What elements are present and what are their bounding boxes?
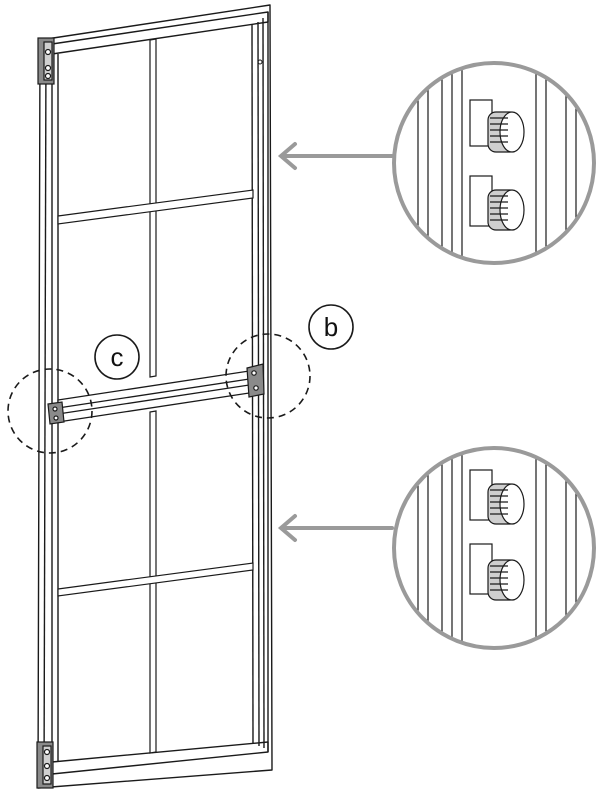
zoom-detail-background (394, 63, 594, 263)
bracket-plate (246, 363, 265, 398)
callout-c-label: c (111, 342, 124, 372)
hinge-knuckle (43, 41, 53, 81)
zoom-arrow-head (277, 142, 297, 170)
glazing-bars (57, 38, 254, 754)
zoom-detail-ring (392, 446, 596, 650)
callout-c: c (94, 334, 140, 380)
threaded-stud (469, 543, 525, 601)
hinge-screw (43, 748, 51, 756)
hinge-screw (44, 64, 52, 72)
callout-b-label: b (324, 312, 338, 342)
top-pin (257, 59, 263, 65)
dashed-callout-circle-b (225, 333, 311, 419)
bracket-screw (53, 415, 59, 421)
zoom-detail-background (394, 448, 594, 648)
middle-rail-line (57, 383, 257, 415)
hinge-screw (43, 762, 51, 770)
right-rail-bracket (246, 363, 265, 398)
hinge-screw (43, 774, 51, 782)
bracket-screw (251, 370, 257, 376)
zoom-arrow-top (277, 142, 394, 170)
zoom-arrow-head (277, 514, 297, 542)
callout-b: b (308, 304, 354, 350)
horizontal-glazing-bar (57, 189, 254, 225)
callout-c-ring (94, 334, 140, 380)
threaded-stud (469, 99, 525, 153)
top-hinge (37, 37, 55, 85)
zoom-detail-bottom (392, 446, 596, 650)
threaded-stud (469, 469, 525, 525)
bracket-plate (47, 401, 65, 425)
callout-b-ring (308, 304, 354, 350)
zoom-detail-top (392, 61, 596, 265)
left-stile-line (43, 41, 47, 787)
zoom-arrow-bottom (277, 514, 394, 542)
left-rail-bracket (47, 401, 65, 425)
bracket-screw (253, 385, 259, 391)
hinge-screw (44, 72, 52, 80)
zoom-detail-ring (392, 61, 596, 265)
horizontal-glazing-bar (57, 562, 254, 597)
hinge-screw (44, 48, 52, 56)
threaded-stud (469, 175, 525, 231)
bracket-screw (52, 406, 58, 412)
dashed-callout-circle-c (7, 368, 93, 454)
bottom-hinge (36, 741, 54, 789)
